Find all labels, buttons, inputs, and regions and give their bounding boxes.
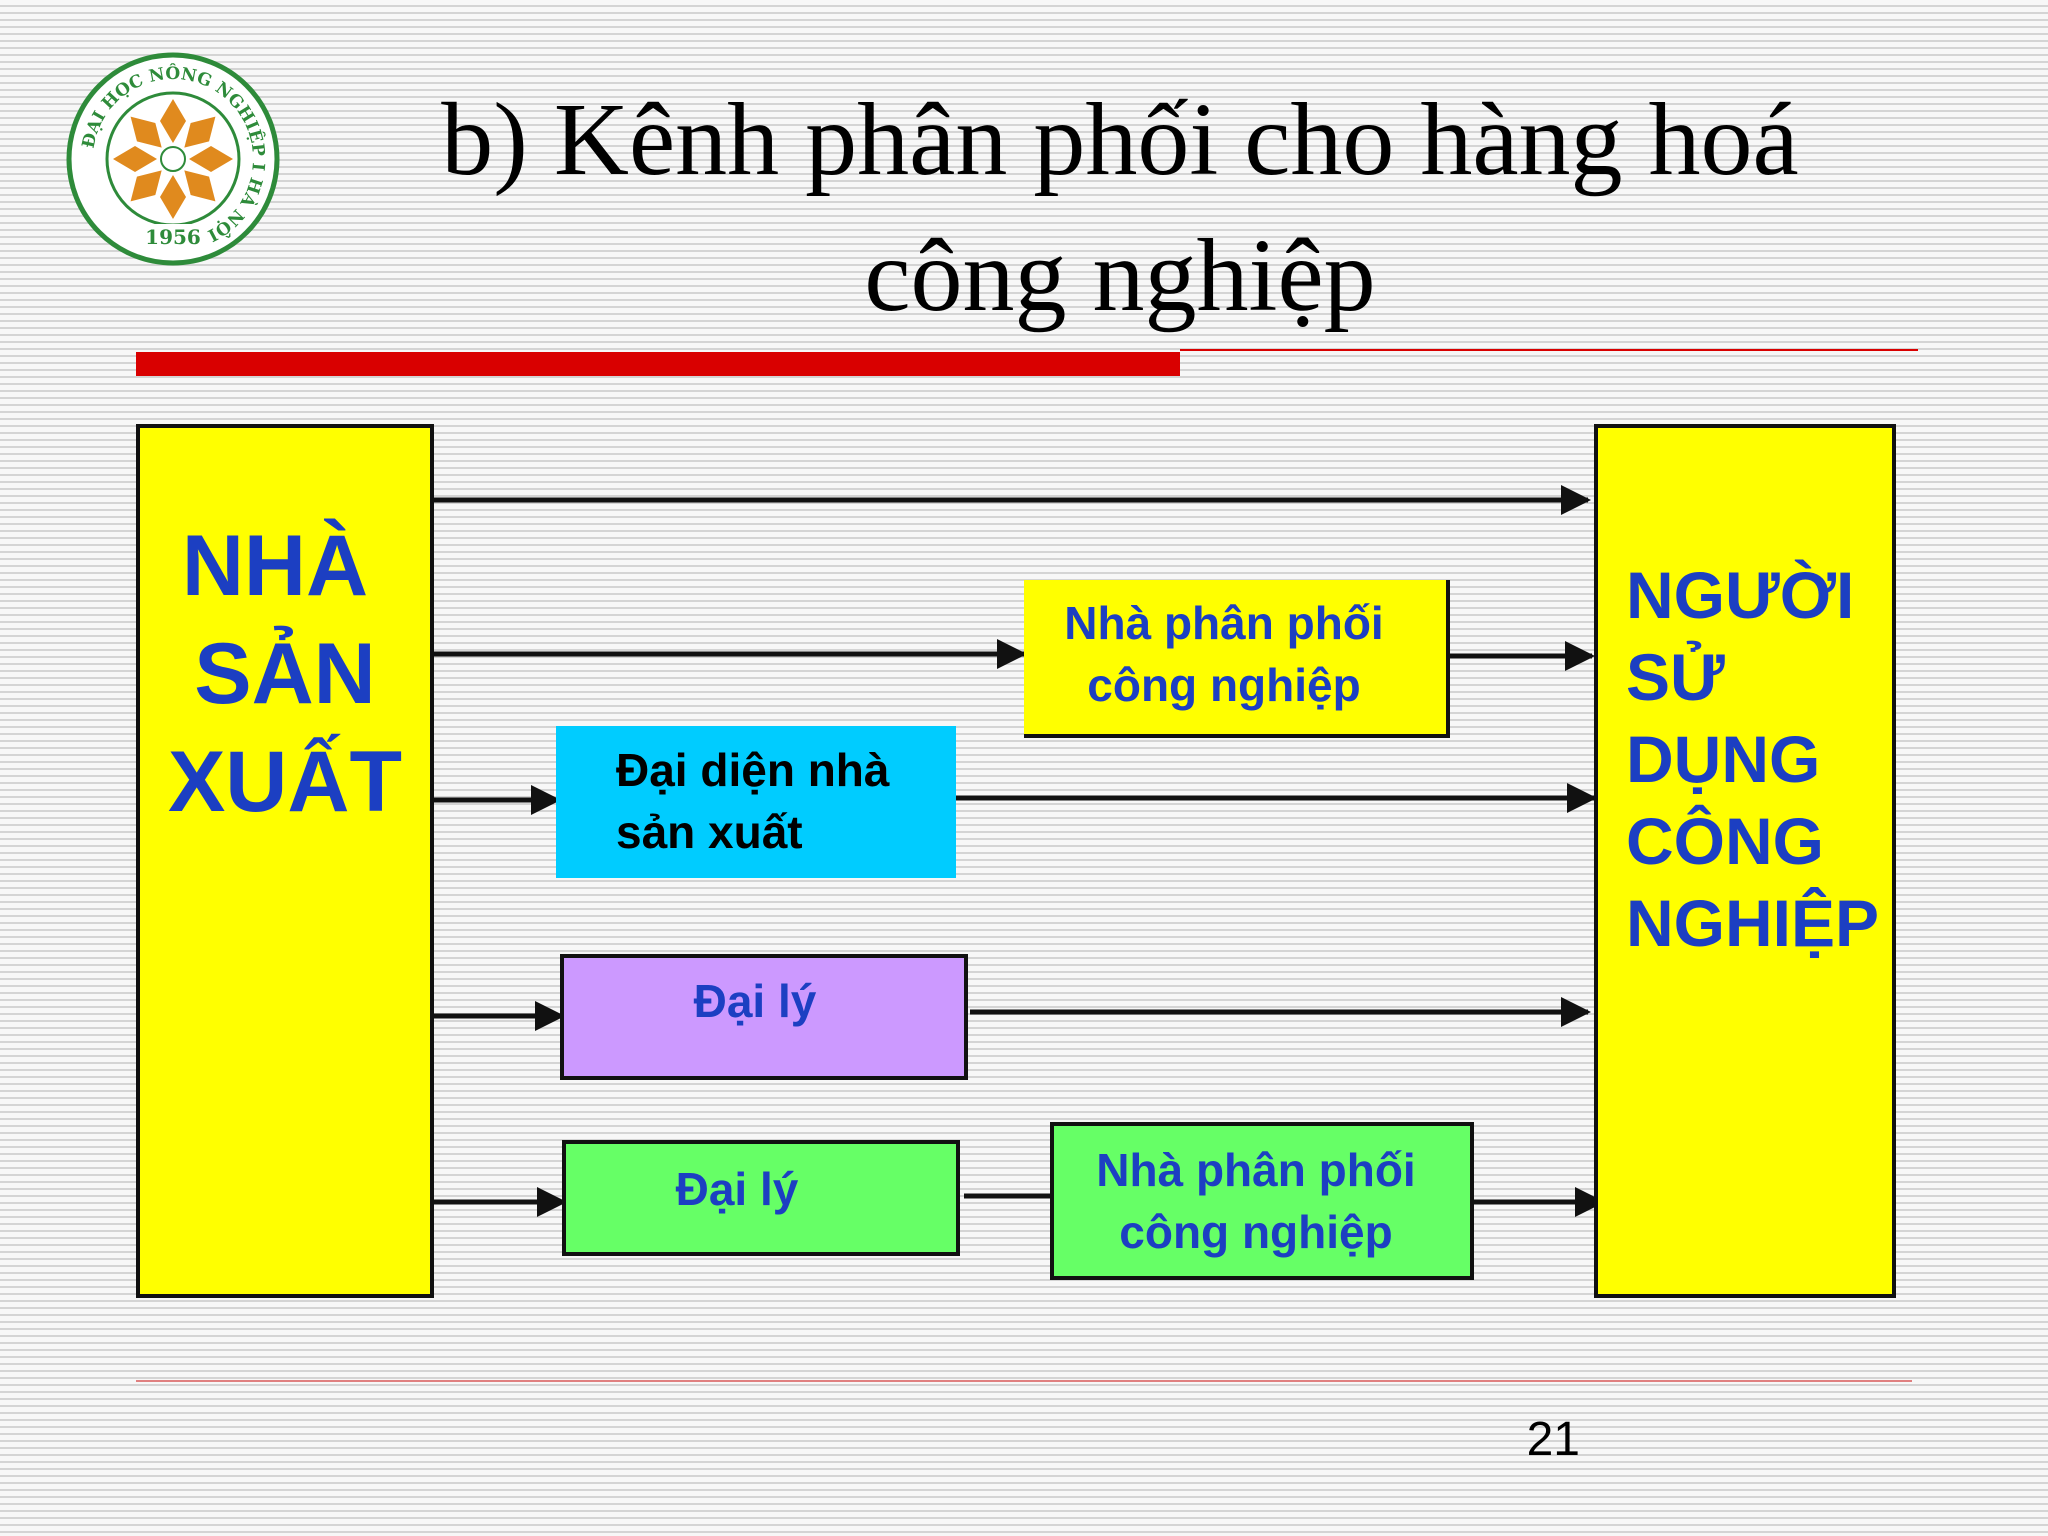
- title-line-1: b) Kênh phân phối cho hàng hoá: [441, 82, 1799, 197]
- distributor-2-label: Nhà phân phối công nghiệp: [1050, 1139, 1462, 1263]
- consumer-line-4: CÔNG: [1626, 804, 1824, 878]
- distributor-1-box: [1024, 580, 1450, 738]
- university-logo: ĐẠI HỌC NÔNG NGHIỆP I HÀ NỘI 1956: [66, 52, 280, 266]
- distributor-2-line-1: Nhà phân phối: [1096, 1144, 1416, 1196]
- producer-box: [136, 424, 434, 1298]
- manufacturer-rep-label: Đại diện nhà sản xuất: [616, 739, 889, 863]
- distributor-1-line-1: Nhà phân phối: [1064, 597, 1384, 649]
- manufacturer-rep-line-2: sản xuất: [616, 806, 803, 858]
- consumer-label: NGƯỜI SỬ DỤNG CÔNG NGHIỆP: [1626, 554, 1879, 964]
- slide-title: b) Kênh phân phối cho hàng hoá công nghi…: [330, 72, 1910, 344]
- footer-rule: [136, 1380, 1912, 1382]
- distributor-1-label: Nhà phân phối công nghiệp: [1024, 592, 1424, 716]
- agent-2-label: Đại lý: [675, 1163, 799, 1215]
- title-rule-thick: [136, 352, 1180, 376]
- producer-line-2: SẢN: [194, 626, 376, 722]
- distributor-1-line-2: công nghiệp: [1087, 659, 1361, 711]
- consumer-line-5: NGHIỆP: [1626, 886, 1880, 960]
- title-rule-thin: [1180, 349, 1918, 351]
- agent-2-box: [562, 1140, 960, 1256]
- producer-line-3: XUẤT: [167, 734, 403, 830]
- agent-1-box: [560, 954, 968, 1080]
- manufacturer-rep-line-1: Đại diện nhà: [616, 744, 890, 796]
- page-number: 21: [1526, 1413, 1580, 1466]
- title-line-2: công nghiệp: [864, 218, 1376, 333]
- agent-1-label: Đại lý: [693, 975, 817, 1027]
- consumer-line-3: DỤNG: [1626, 722, 1821, 796]
- logo-year: 1956: [145, 225, 201, 249]
- producer-label: NHÀ SẢN XUẤT: [140, 512, 430, 836]
- distributor-2-line-2: công nghiệp: [1119, 1206, 1393, 1258]
- consumer-line-1: NGƯỜI: [1626, 558, 1855, 632]
- consumer-box: [1594, 424, 1896, 1298]
- producer-line-1: NHÀ: [181, 518, 369, 614]
- consumer-line-2: SỬ: [1626, 640, 1725, 714]
- distributor-2-box: [1050, 1122, 1474, 1280]
- manufacturer-rep-box: [556, 726, 956, 878]
